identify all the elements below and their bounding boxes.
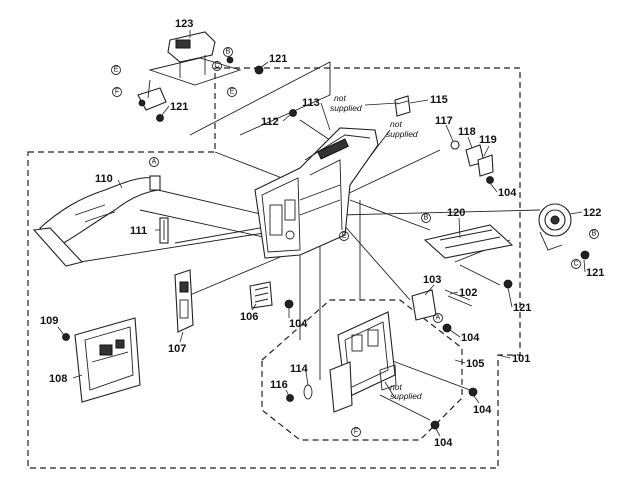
note-supplied-2: supplied: [386, 129, 418, 139]
label-104-c: 104: [461, 332, 480, 344]
note-not-2: not: [390, 119, 402, 129]
label-111: 111: [130, 225, 147, 237]
note-not-3: not: [390, 382, 402, 392]
label-102: 102: [459, 287, 477, 299]
label-101: 101: [512, 353, 530, 365]
part-120-plate: [423, 224, 514, 259]
part-105-subframe: [286, 311, 397, 413]
label-104-d: 104: [473, 404, 492, 416]
label-106: 106: [240, 311, 258, 323]
label-121-b: 121: [170, 101, 188, 113]
assembly-lines: [79, 119, 541, 421]
part-106-connector: [249, 281, 273, 309]
ref-e-2: E: [342, 233, 347, 240]
part-110-hand-strap: [32, 175, 161, 267]
part-107-slide-switch: [174, 269, 194, 333]
label-122: 122: [583, 207, 601, 219]
label-118: 118: [458, 126, 476, 138]
part-115-knob: [394, 95, 411, 117]
ref-a-2: A: [436, 315, 441, 322]
label-115: 115: [430, 94, 448, 106]
part-123-bracket: [137, 31, 264, 122]
ref-e-3: E: [230, 89, 235, 96]
note-supplied-3: supplied: [390, 391, 422, 401]
part-number-labels: 123 121 121 113 112 115 117 118 119 104 …: [40, 18, 604, 449]
label-108: 108: [49, 373, 67, 385]
assembly-101-boundary: [27, 67, 521, 469]
ref-b-2: B: [424, 215, 429, 222]
ref-c-1: C: [214, 63, 219, 70]
ref-b-3: B: [592, 231, 597, 238]
ref-f-2: F: [354, 429, 358, 436]
ref-e-1: E: [114, 67, 119, 74]
note-supplied-1: supplied: [330, 103, 362, 113]
part-122-lens-unit: [538, 203, 590, 260]
label-leaders: [57, 30, 586, 437]
part-108-panel: [74, 317, 141, 403]
ref-f-1: F: [115, 89, 119, 96]
part-111-bracket: [159, 217, 169, 244]
main-chassis: [254, 127, 379, 259]
label-121-c: 121: [586, 267, 604, 279]
label-113: 113: [302, 97, 320, 109]
parts-102-103: [411, 289, 473, 333]
label-114: 114: [290, 363, 309, 375]
label-112: 112: [261, 116, 279, 128]
parts-117-119: [450, 140, 494, 184]
label-110: 110: [95, 173, 113, 185]
ref-a-1: A: [152, 159, 157, 166]
not-supplied-notes: not supplied not supplied not supplied: [330, 93, 422, 401]
screws: [62, 109, 513, 430]
note-not-1: not: [334, 93, 346, 103]
label-107: 107: [168, 343, 186, 355]
label-121-a: 121: [269, 53, 287, 65]
label-104-b: 104: [289, 318, 308, 330]
label-103: 103: [423, 274, 441, 286]
label-120: 120: [447, 207, 465, 219]
label-104-a: 104: [498, 187, 517, 199]
label-105: 105: [466, 358, 484, 370]
label-116: 116: [270, 379, 288, 391]
reference-markers: A A B B B C C E E E F F: [111, 47, 599, 437]
assembly-123-boundary: [189, 61, 331, 136]
label-117: 117: [435, 115, 453, 127]
label-104-e: 104: [434, 437, 453, 449]
assembly-105-boundary: [261, 299, 463, 441]
label-123: 123: [175, 18, 193, 30]
label-121-d: 121: [513, 302, 531, 314]
ref-b-1: B: [226, 49, 231, 56]
label-109: 109: [40, 315, 58, 327]
label-119: 119: [479, 134, 497, 146]
ref-c-2: C: [573, 261, 578, 268]
